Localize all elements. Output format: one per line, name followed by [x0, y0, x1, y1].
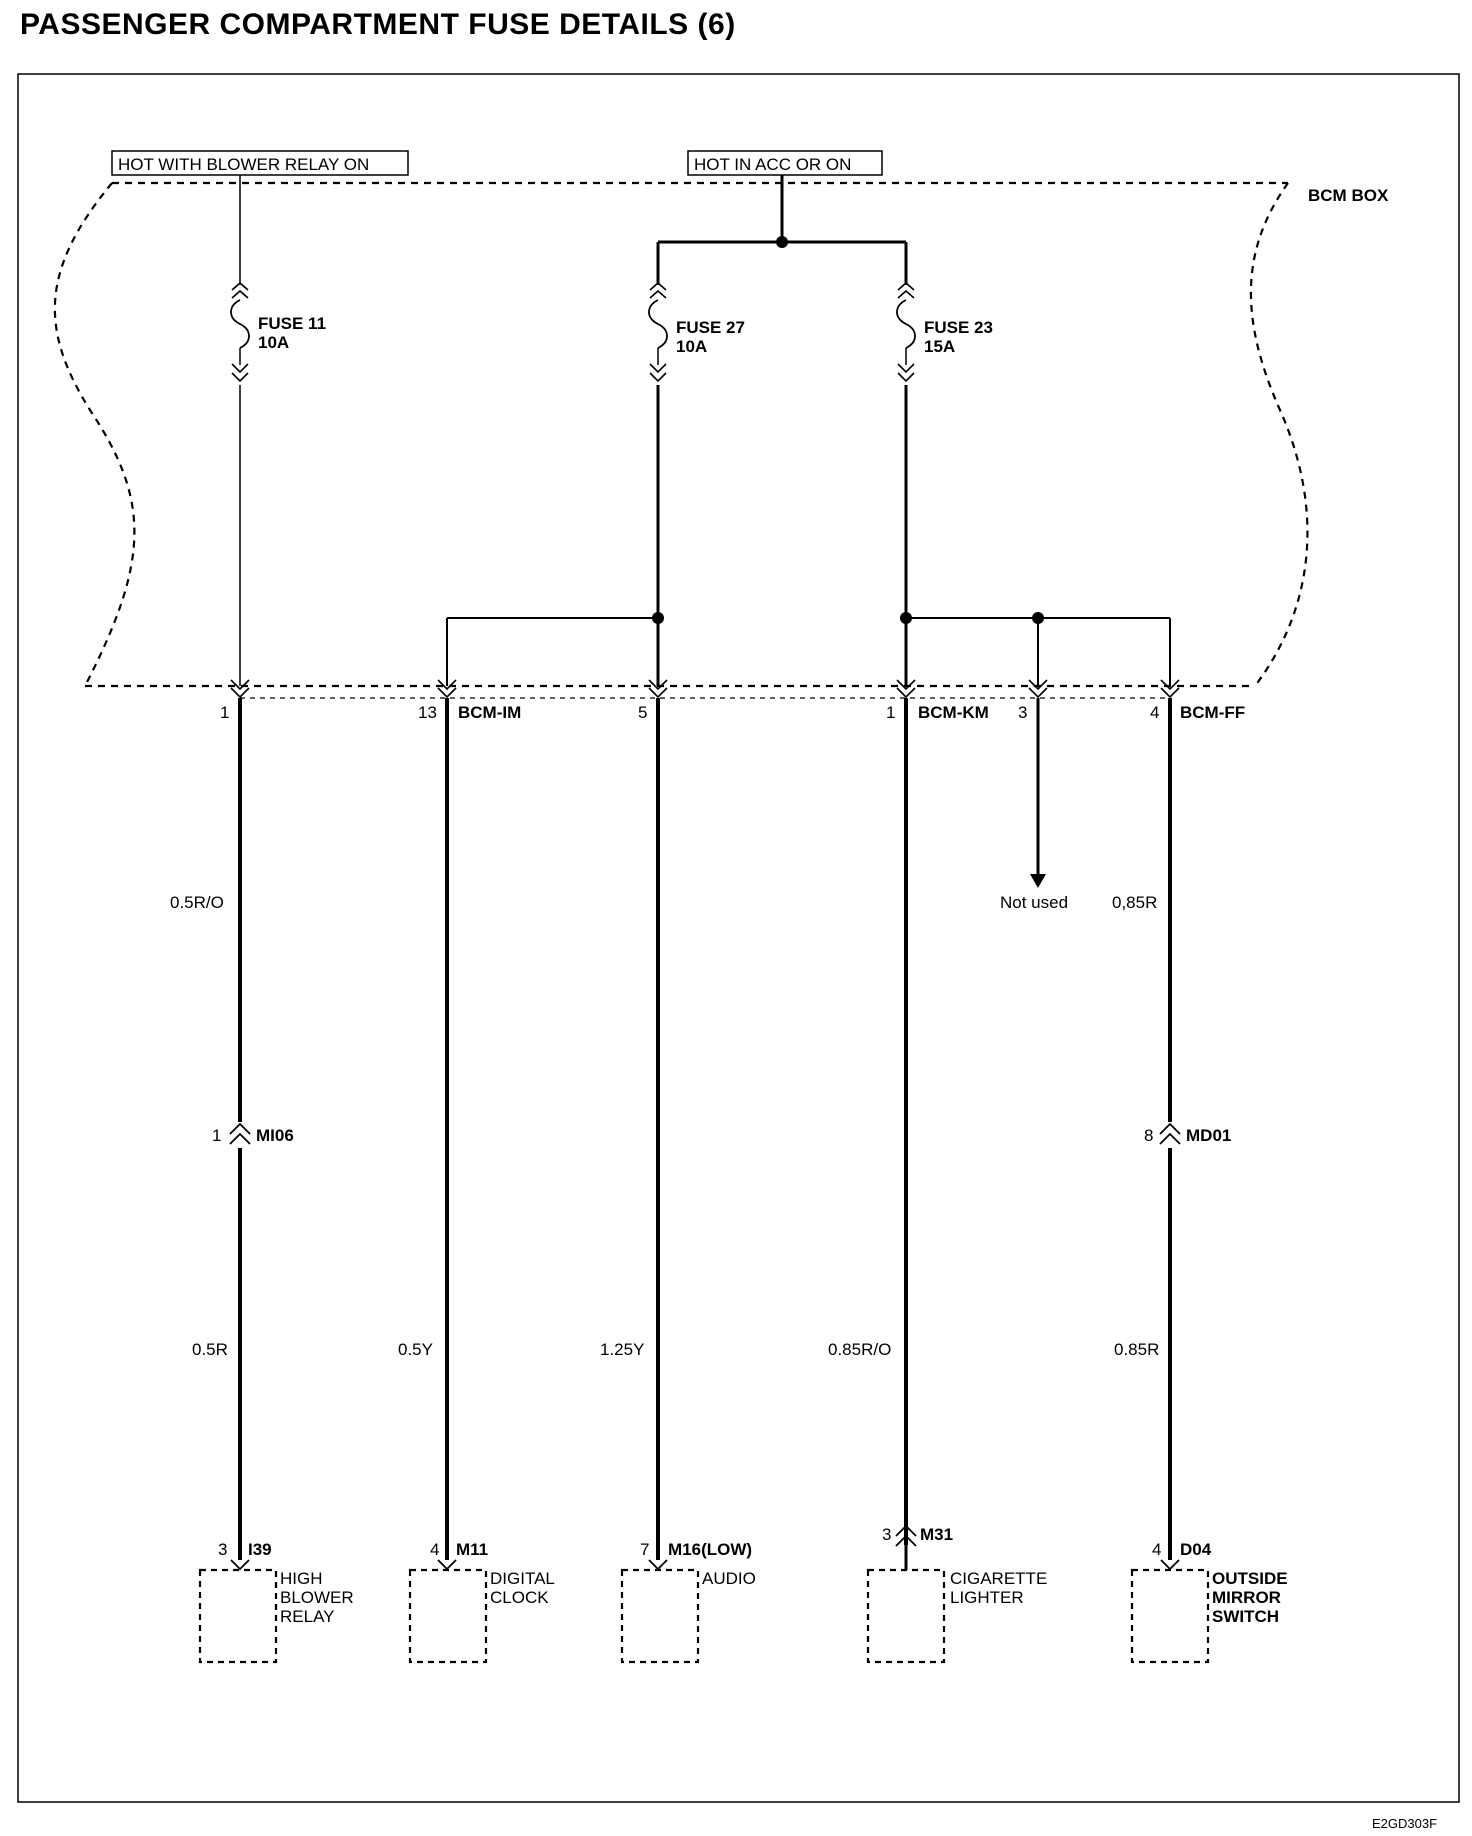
source-box-acc — [687, 150, 883, 176]
bcm-terminals — [230, 679, 1180, 699]
fuse-11-rating: 10A — [258, 333, 289, 352]
bcm-im-connector: BCM-IM — [458, 703, 521, 722]
fuse-27-symbol — [648, 281, 668, 383]
wire-spec-0.5r: 0.5R — [192, 1340, 228, 1359]
md01-name: MD01 — [1186, 1126, 1231, 1145]
component-digital-clock — [408, 1568, 488, 1664]
load-m16-line1: AUDIO — [702, 1569, 756, 1588]
source-label-acc: HOT IN ACC OR ON — [694, 155, 851, 174]
bcm-pin-3: 3 — [1018, 703, 1027, 722]
load-d04-line3: SWITCH — [1212, 1607, 1279, 1626]
load-i39-line2: BLOWER — [280, 1588, 354, 1607]
load-i39-line1: HIGH — [280, 1569, 323, 1588]
m16-connector: M16(LOW) — [668, 1540, 752, 1559]
i39-pin: 3 — [218, 1540, 227, 1559]
m11-pin: 4 — [430, 1540, 439, 1559]
wire-spec-1.25y: 1.25Y — [600, 1340, 644, 1359]
fuse-23-symbol — [896, 281, 916, 383]
fuse-27-rating: 10A — [676, 337, 707, 356]
m11-connector: M11 — [456, 1540, 488, 1559]
inline-connector-md01 — [1159, 1122, 1181, 1145]
bcm-pin-5: 5 — [638, 703, 647, 722]
fuse-11-symbol — [230, 281, 250, 383]
not-used-arrow — [1030, 874, 1046, 888]
image-code: E2GD303F — [1372, 1816, 1437, 1831]
fuse-23-name: FUSE 23 — [924, 318, 993, 337]
not-used-label: Not used — [1000, 893, 1068, 912]
d04-pin: 4 — [1152, 1540, 1161, 1559]
wire-spec-0,85r: 0,85R — [1112, 893, 1157, 912]
load-m11-line2: CLOCK — [490, 1588, 549, 1607]
source-label-blower: HOT WITH BLOWER RELAY ON — [118, 155, 369, 174]
fuse-11-name: FUSE 11 — [258, 314, 326, 333]
bcm-box-label: BCM BOX — [1308, 186, 1389, 205]
splice-acc — [776, 236, 788, 248]
wire-spec-0.5ro: 0.5R/O — [170, 893, 224, 912]
m16-pin: 7 — [640, 1540, 649, 1559]
load-m11-line1: DIGITAL — [490, 1569, 555, 1588]
wire-spec-0.85ro: 0.85R/O — [828, 1340, 891, 1359]
component-high-blower-relay — [198, 1568, 278, 1664]
md01-pin: 8 — [1144, 1126, 1153, 1145]
component-cigarette-lighter — [866, 1568, 946, 1664]
load-d04-line2: MIRROR — [1212, 1588, 1281, 1607]
mi06-pin: 1 — [212, 1126, 221, 1145]
bcm-box-outline — [53, 182, 136, 687]
fuse-23-rating: 15A — [924, 337, 955, 356]
bcm-pin-1: 1 — [220, 703, 229, 722]
load-i39-line3: RELAY — [280, 1607, 335, 1626]
d04-connector: D04 — [1180, 1540, 1212, 1559]
inline-connector-mi06 — [229, 1122, 251, 1145]
component-outside-mirror-switch — [1130, 1568, 1210, 1664]
m31-connector: M31 — [920, 1525, 953, 1544]
bcm-box-right-edge — [1249, 182, 1309, 687]
bcm-pin-13: 13 — [418, 703, 437, 722]
bcm-pin-1-km: 1 — [886, 703, 895, 722]
load-d04-line1: OUTSIDE — [1212, 1569, 1288, 1588]
bcm-ff-connector: BCM-FF — [1180, 703, 1245, 722]
page-title: PASSENGER COMPARTMENT FUSE DETAILS (6) — [20, 8, 736, 41]
load-m31-line1: CIGARETTE — [950, 1569, 1047, 1588]
mi06-name: MI06 — [256, 1126, 294, 1145]
wire-spec-0.85r: 0.85R — [1114, 1340, 1159, 1359]
bcm-km-connector: BCM-KM — [918, 703, 989, 722]
diagram-frame — [17, 73, 1460, 1803]
component-audio — [620, 1568, 700, 1664]
fuse-27-name: FUSE 27 — [676, 318, 745, 337]
source-box-blower — [111, 150, 409, 176]
i39-connector: I39 — [248, 1540, 272, 1559]
load-m31-line2: LIGHTER — [950, 1588, 1024, 1607]
bcm-pin-4: 4 — [1150, 703, 1159, 722]
wire-spec-0.5y: 0.5Y — [398, 1340, 433, 1359]
m31-pin: 3 — [882, 1525, 891, 1544]
